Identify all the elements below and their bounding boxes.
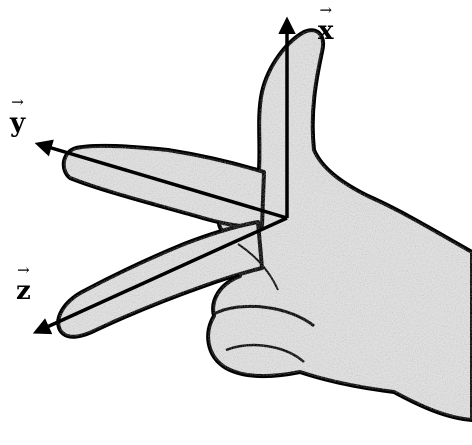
y-axis-letter: y [10,108,25,138]
hand-icon [58,30,472,420]
hand-texture [58,30,472,420]
x-vector-label: → x [318,4,334,44]
x-axis-letter: x [318,16,334,46]
z-vector-label: → z [16,264,31,304]
z-axis-letter: z [16,276,31,306]
y-vector-label: → y [10,96,25,136]
